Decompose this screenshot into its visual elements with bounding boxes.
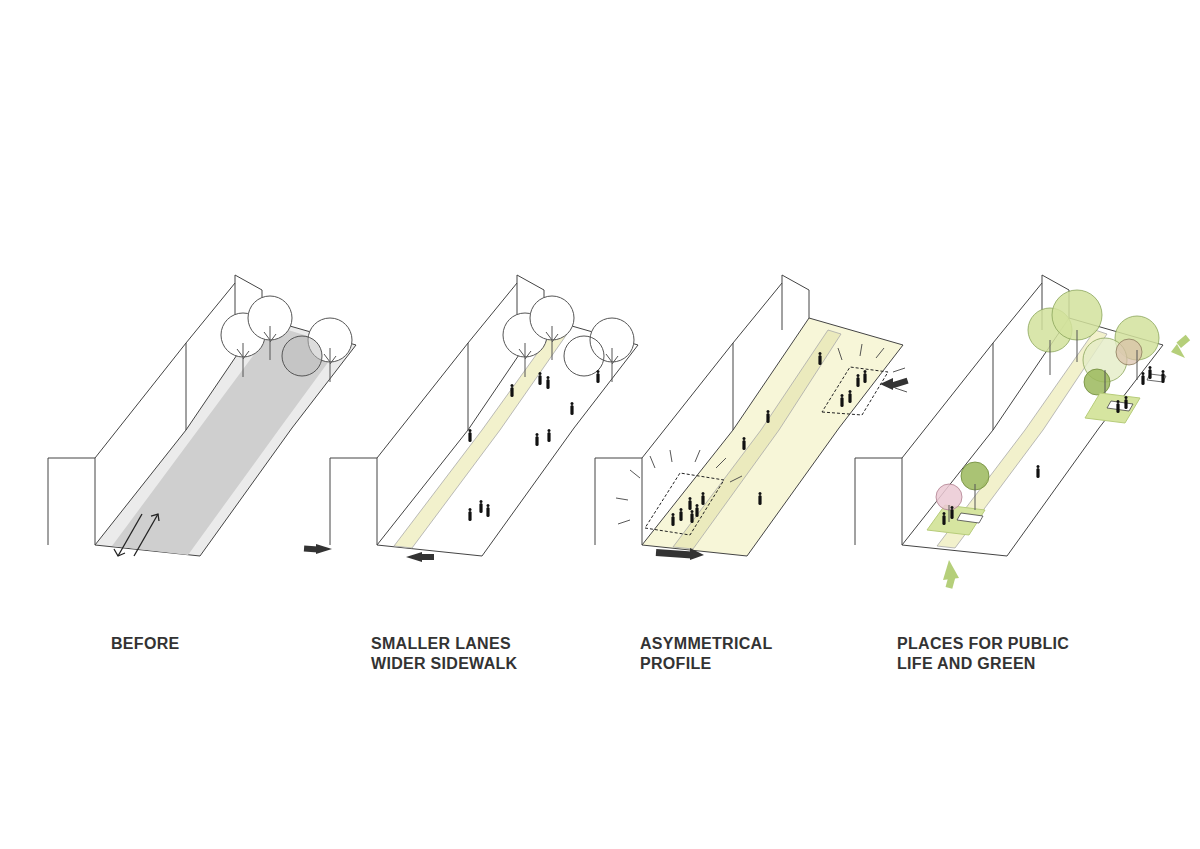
people <box>468 370 599 521</box>
panel-public-life <box>855 275 1190 589</box>
panel-smaller-lanes <box>304 275 638 562</box>
caption-label: SMALLER LANES WIDER SIDEWALK <box>371 634 521 674</box>
people <box>942 366 1164 525</box>
panel-asymmetrical <box>595 275 903 556</box>
gathering-zones <box>616 344 909 560</box>
caption-label: PLACES FOR PUBLIC LIFE AND GREEN <box>897 634 1075 674</box>
caption-label: BEFORE <box>111 634 261 654</box>
panel-before <box>48 275 356 556</box>
caption-label: ASYMMETRICAL PROFILE <box>640 634 780 674</box>
